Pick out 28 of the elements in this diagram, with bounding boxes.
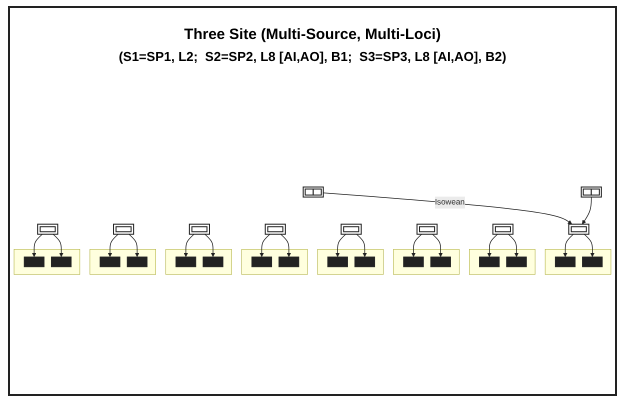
source-box — [580, 186, 602, 198]
unit-box — [113, 224, 134, 236]
bar-block — [582, 256, 603, 268]
bar-block — [354, 256, 376, 268]
diagram-title: Three Site (Multi-Source, Multi-Loci) — [184, 26, 441, 43]
unit-box — [568, 224, 590, 236]
bar-block — [403, 256, 424, 268]
bar-block — [176, 256, 196, 268]
bar-block — [278, 256, 300, 268]
unit-box — [37, 224, 58, 236]
bar-block — [251, 256, 272, 268]
bar-block — [327, 256, 348, 268]
unit-box — [416, 224, 438, 236]
bar-block — [202, 256, 224, 268]
bar-block — [126, 256, 148, 268]
unit-box — [188, 224, 210, 236]
bar-block — [506, 256, 527, 268]
bar-block — [100, 256, 120, 268]
bar-block — [554, 256, 576, 268]
bar-block — [50, 256, 72, 268]
bar-block — [479, 256, 500, 268]
source-box — [302, 186, 324, 198]
bar-block — [24, 256, 44, 268]
subtitle-text: (S1=SP1, L2; S2=SP2, L8 [AI,AO], B1; S3=SP3, L8 [AI,AO], B2) — [118, 49, 506, 64]
unit-box — [264, 224, 286, 236]
bar-block — [430, 256, 451, 268]
unit-box — [492, 224, 514, 236]
unit-box — [340, 224, 362, 236]
